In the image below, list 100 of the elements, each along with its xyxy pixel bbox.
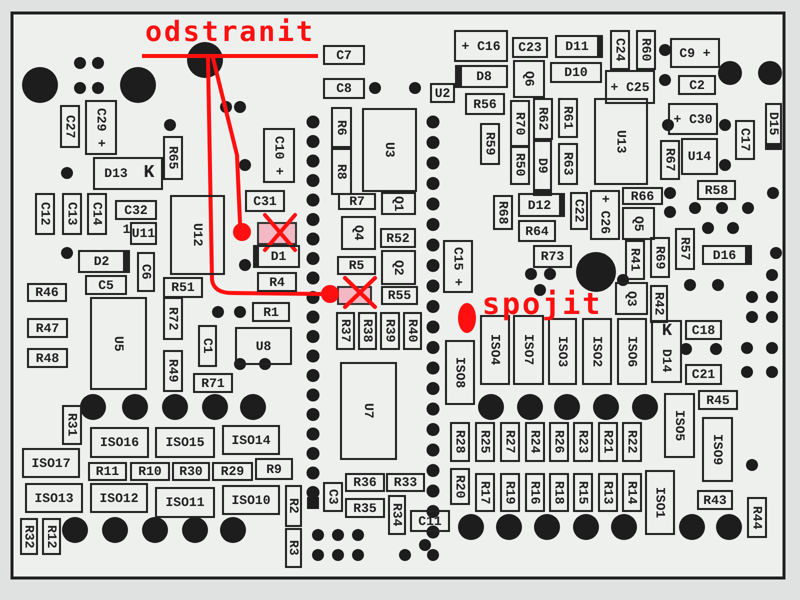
- part-designator: U14: [688, 150, 712, 163]
- part-designator: R13: [602, 480, 614, 504]
- leader-line: [211, 56, 242, 225]
- part-designator: R26: [552, 430, 566, 454]
- part-designator: Q3: [625, 290, 638, 306]
- part-designator: R30: [179, 465, 203, 478]
- leader-line: [206, 56, 323, 296]
- part-designator: R73: [540, 250, 564, 263]
- part-designator: R20: [454, 474, 466, 498]
- part-designator: R37: [339, 319, 352, 343]
- part-designator: R3: [287, 540, 300, 556]
- part-designator: D9: [536, 158, 549, 174]
- part-designator: U11: [132, 227, 156, 240]
- part-designator: Q6: [522, 71, 536, 87]
- part-designator: D14: [660, 348, 673, 372]
- part-designator: D2: [94, 255, 110, 268]
- part-designator: C17: [738, 128, 752, 152]
- part-designator: R64: [525, 224, 549, 238]
- part-designator: R1: [263, 306, 279, 318]
- part-designator: U7: [362, 403, 375, 419]
- part-designator: R8: [335, 164, 348, 180]
- part-designator: D11: [565, 40, 589, 53]
- part-designator: U13: [614, 130, 628, 154]
- part-designator: R11: [96, 465, 120, 478]
- part-designator: R70: [514, 112, 526, 136]
- part-designator: R55: [388, 289, 412, 302]
- part-designator: R46: [35, 286, 59, 299]
- part-designator: R68: [496, 200, 510, 224]
- part-designator: R34: [390, 503, 404, 527]
- part-designator: R2: [287, 498, 300, 514]
- part-designator: D1: [270, 250, 286, 263]
- part-designator: R33: [394, 476, 418, 489]
- part-designator: U12: [191, 223, 204, 247]
- part-designator: R16: [528, 480, 542, 504]
- part-designator: + C26: [598, 195, 612, 234]
- part-designator: C32: [124, 204, 148, 216]
- part-designator: R57: [678, 237, 692, 261]
- part-designator: U5: [112, 336, 125, 352]
- part-designator: R41: [628, 248, 642, 272]
- part-designator: R36: [353, 476, 377, 489]
- part-designator: D16: [712, 248, 736, 262]
- part-designator: R10: [138, 465, 162, 478]
- part-designator: C14: [90, 202, 104, 226]
- part-designator: C11: [418, 514, 442, 528]
- part-designator: R50: [514, 153, 526, 177]
- part-designator: R65: [166, 146, 180, 170]
- part-designator: C10 +: [272, 136, 286, 175]
- part-designator: R58: [704, 184, 728, 196]
- part-designator: C27: [64, 114, 76, 138]
- handwritten-note: odstranit: [142, 14, 318, 58]
- part-designator: Q2: [392, 260, 405, 276]
- part-designator: ISO6: [626, 336, 638, 368]
- part-designator: R25: [478, 430, 492, 454]
- part-designator: C21: [692, 368, 716, 381]
- part-designator: R56: [473, 98, 497, 110]
- handwritten-note: spojit: [482, 290, 604, 320]
- part-designator: R35: [353, 502, 377, 514]
- part-designator: U2: [434, 86, 450, 100]
- part-designator: + C16: [461, 40, 500, 52]
- part-designator: R5: [348, 259, 364, 272]
- part-designator: R21: [602, 430, 614, 454]
- cathode-mark: K: [142, 162, 156, 184]
- part-designator: Q4: [352, 225, 365, 241]
- part-designator: C18: [692, 324, 716, 336]
- part-designator: D8: [476, 70, 492, 83]
- part-designator: C1: [201, 338, 214, 354]
- part-designator: R4: [269, 276, 285, 288]
- part-designator: R23: [576, 430, 590, 454]
- part-designator: ISO9: [711, 434, 724, 466]
- part-designator: R52: [386, 232, 410, 244]
- part-designator: ISO1: [654, 486, 666, 518]
- part-designator: R71: [201, 376, 225, 390]
- part-designator: U8: [256, 340, 272, 352]
- part-designator: R31: [66, 413, 78, 437]
- part-designator: D15: [767, 112, 780, 136]
- part-designator: R66: [630, 190, 654, 202]
- part-designator: ISO8: [454, 356, 466, 388]
- part-designator: D13: [104, 167, 128, 180]
- part-designator: R14: [626, 480, 638, 504]
- part-designator: C12: [38, 202, 52, 226]
- part-designator: R32: [22, 524, 36, 548]
- part-designator: R45: [706, 394, 730, 406]
- part-designator: C6: [140, 264, 152, 280]
- part-designator: R6: [335, 120, 348, 136]
- part-designator: ISO3: [556, 336, 569, 368]
- part-designator: C15 +: [452, 246, 464, 286]
- part-designator: U3: [383, 142, 396, 158]
- part-designator: R12: [45, 524, 58, 548]
- part-designator: R22: [626, 430, 638, 454]
- part-designator: ISO2: [590, 336, 604, 368]
- part-designator: R9: [266, 462, 282, 476]
- part-designator: C2: [689, 78, 705, 92]
- part-designator: ISO16: [100, 436, 139, 449]
- part-designator: R67: [664, 148, 676, 172]
- part-designator: R63: [562, 152, 574, 176]
- part-designator: R7: [349, 195, 365, 208]
- part-designator: R39: [384, 319, 396, 343]
- part-designator: R17: [478, 480, 492, 504]
- part-designator: + C30: [673, 112, 712, 126]
- part-designator: R62: [536, 107, 550, 131]
